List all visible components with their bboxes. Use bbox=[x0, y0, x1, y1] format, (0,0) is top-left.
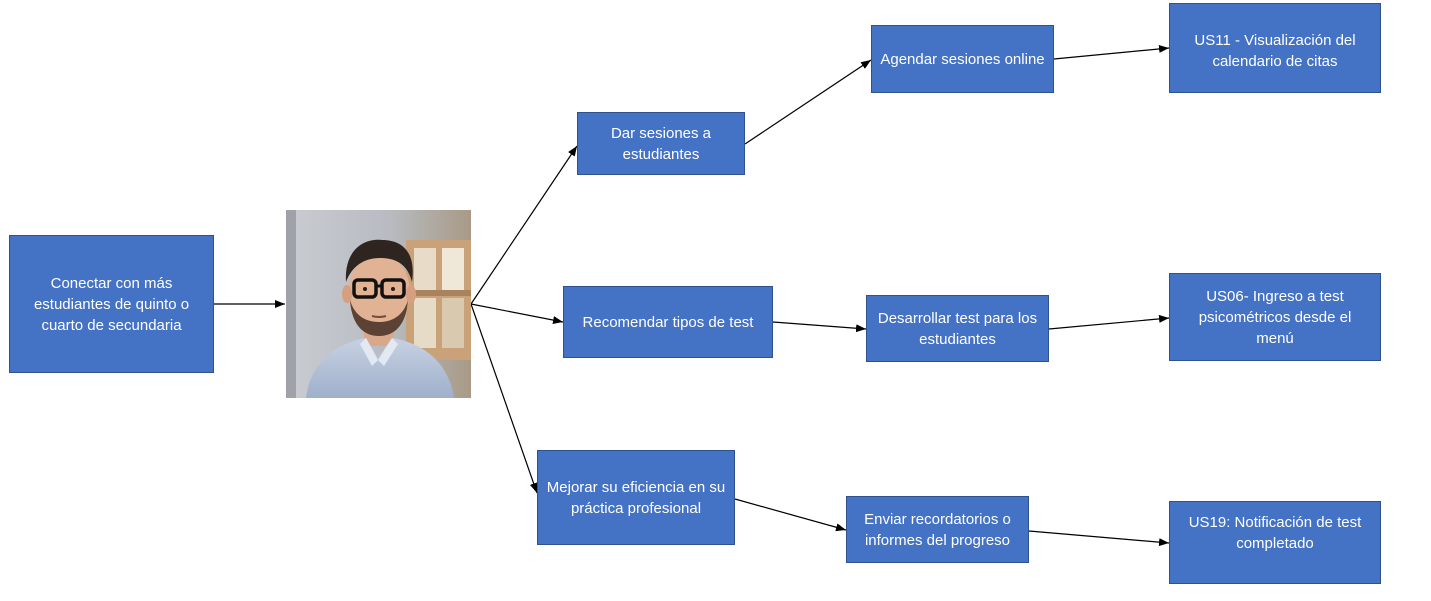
arrow-agendar-to-us11 bbox=[1053, 44, 1170, 60]
arrow-recomendar-to-desarrollar bbox=[772, 321, 867, 333]
enviar-box: Enviar recordatorios o informes del prog… bbox=[846, 496, 1029, 563]
persona-avatar-illustration bbox=[286, 210, 471, 398]
us11-box: US11 - Visualización del calendario de c… bbox=[1169, 3, 1381, 93]
agendar-text: Agendar sesiones online bbox=[880, 50, 1045, 68]
us19-box: US19: Notificación de test completado bbox=[1169, 501, 1381, 584]
dar-sesiones-box: Dar sesiones a estudiantes bbox=[577, 112, 745, 175]
desarrollar-box: Desarrollar test para los estudiantes bbox=[866, 295, 1049, 362]
arrow-persona-to-mejorar bbox=[470, 303, 538, 494]
us11-text: US11 - Visualización del calendario de c… bbox=[1194, 32, 1356, 70]
agendar-box: Agendar sesiones online bbox=[871, 25, 1054, 93]
arrow-desarrollar-to-us06 bbox=[1048, 314, 1170, 330]
us19-text: US19: Notificación de test completado bbox=[1188, 514, 1362, 552]
mejorar-text: Mejorar su eficiencia en su práctica pro… bbox=[546, 478, 726, 517]
arrow-persona-to-dar-sesiones bbox=[470, 145, 578, 305]
goal-box: Conectar con más estudiantes de quinto o… bbox=[9, 235, 214, 373]
us06-text: US06- Ingreso a test psicométricos desde… bbox=[1198, 287, 1352, 347]
persona-photo bbox=[286, 210, 471, 398]
goal-text: Conectar con más estudiantes de quinto o… bbox=[33, 274, 190, 334]
mejorar-box: Mejorar su eficiencia en su práctica pro… bbox=[537, 450, 735, 545]
recomendar-box: Recomendar tipos de test bbox=[563, 286, 773, 358]
us06-box: US06- Ingreso a test psicométricos desde… bbox=[1169, 273, 1381, 361]
desarrollar-text: Desarrollar test para los estudiantes bbox=[877, 309, 1038, 348]
arrow-dar-sesiones-to-agendar bbox=[744, 59, 872, 145]
dar-sesiones-text: Dar sesiones a estudiantes bbox=[610, 124, 712, 163]
arrow-mejorar-to-enviar bbox=[734, 498, 847, 532]
arrow-persona-to-recomendar bbox=[470, 303, 564, 325]
enviar-text: Enviar recordatorios o informes del prog… bbox=[864, 510, 1011, 549]
arrow-enviar-to-us19 bbox=[1028, 530, 1170, 547]
recomendar-text: Recomendar tipos de test bbox=[582, 313, 754, 331]
